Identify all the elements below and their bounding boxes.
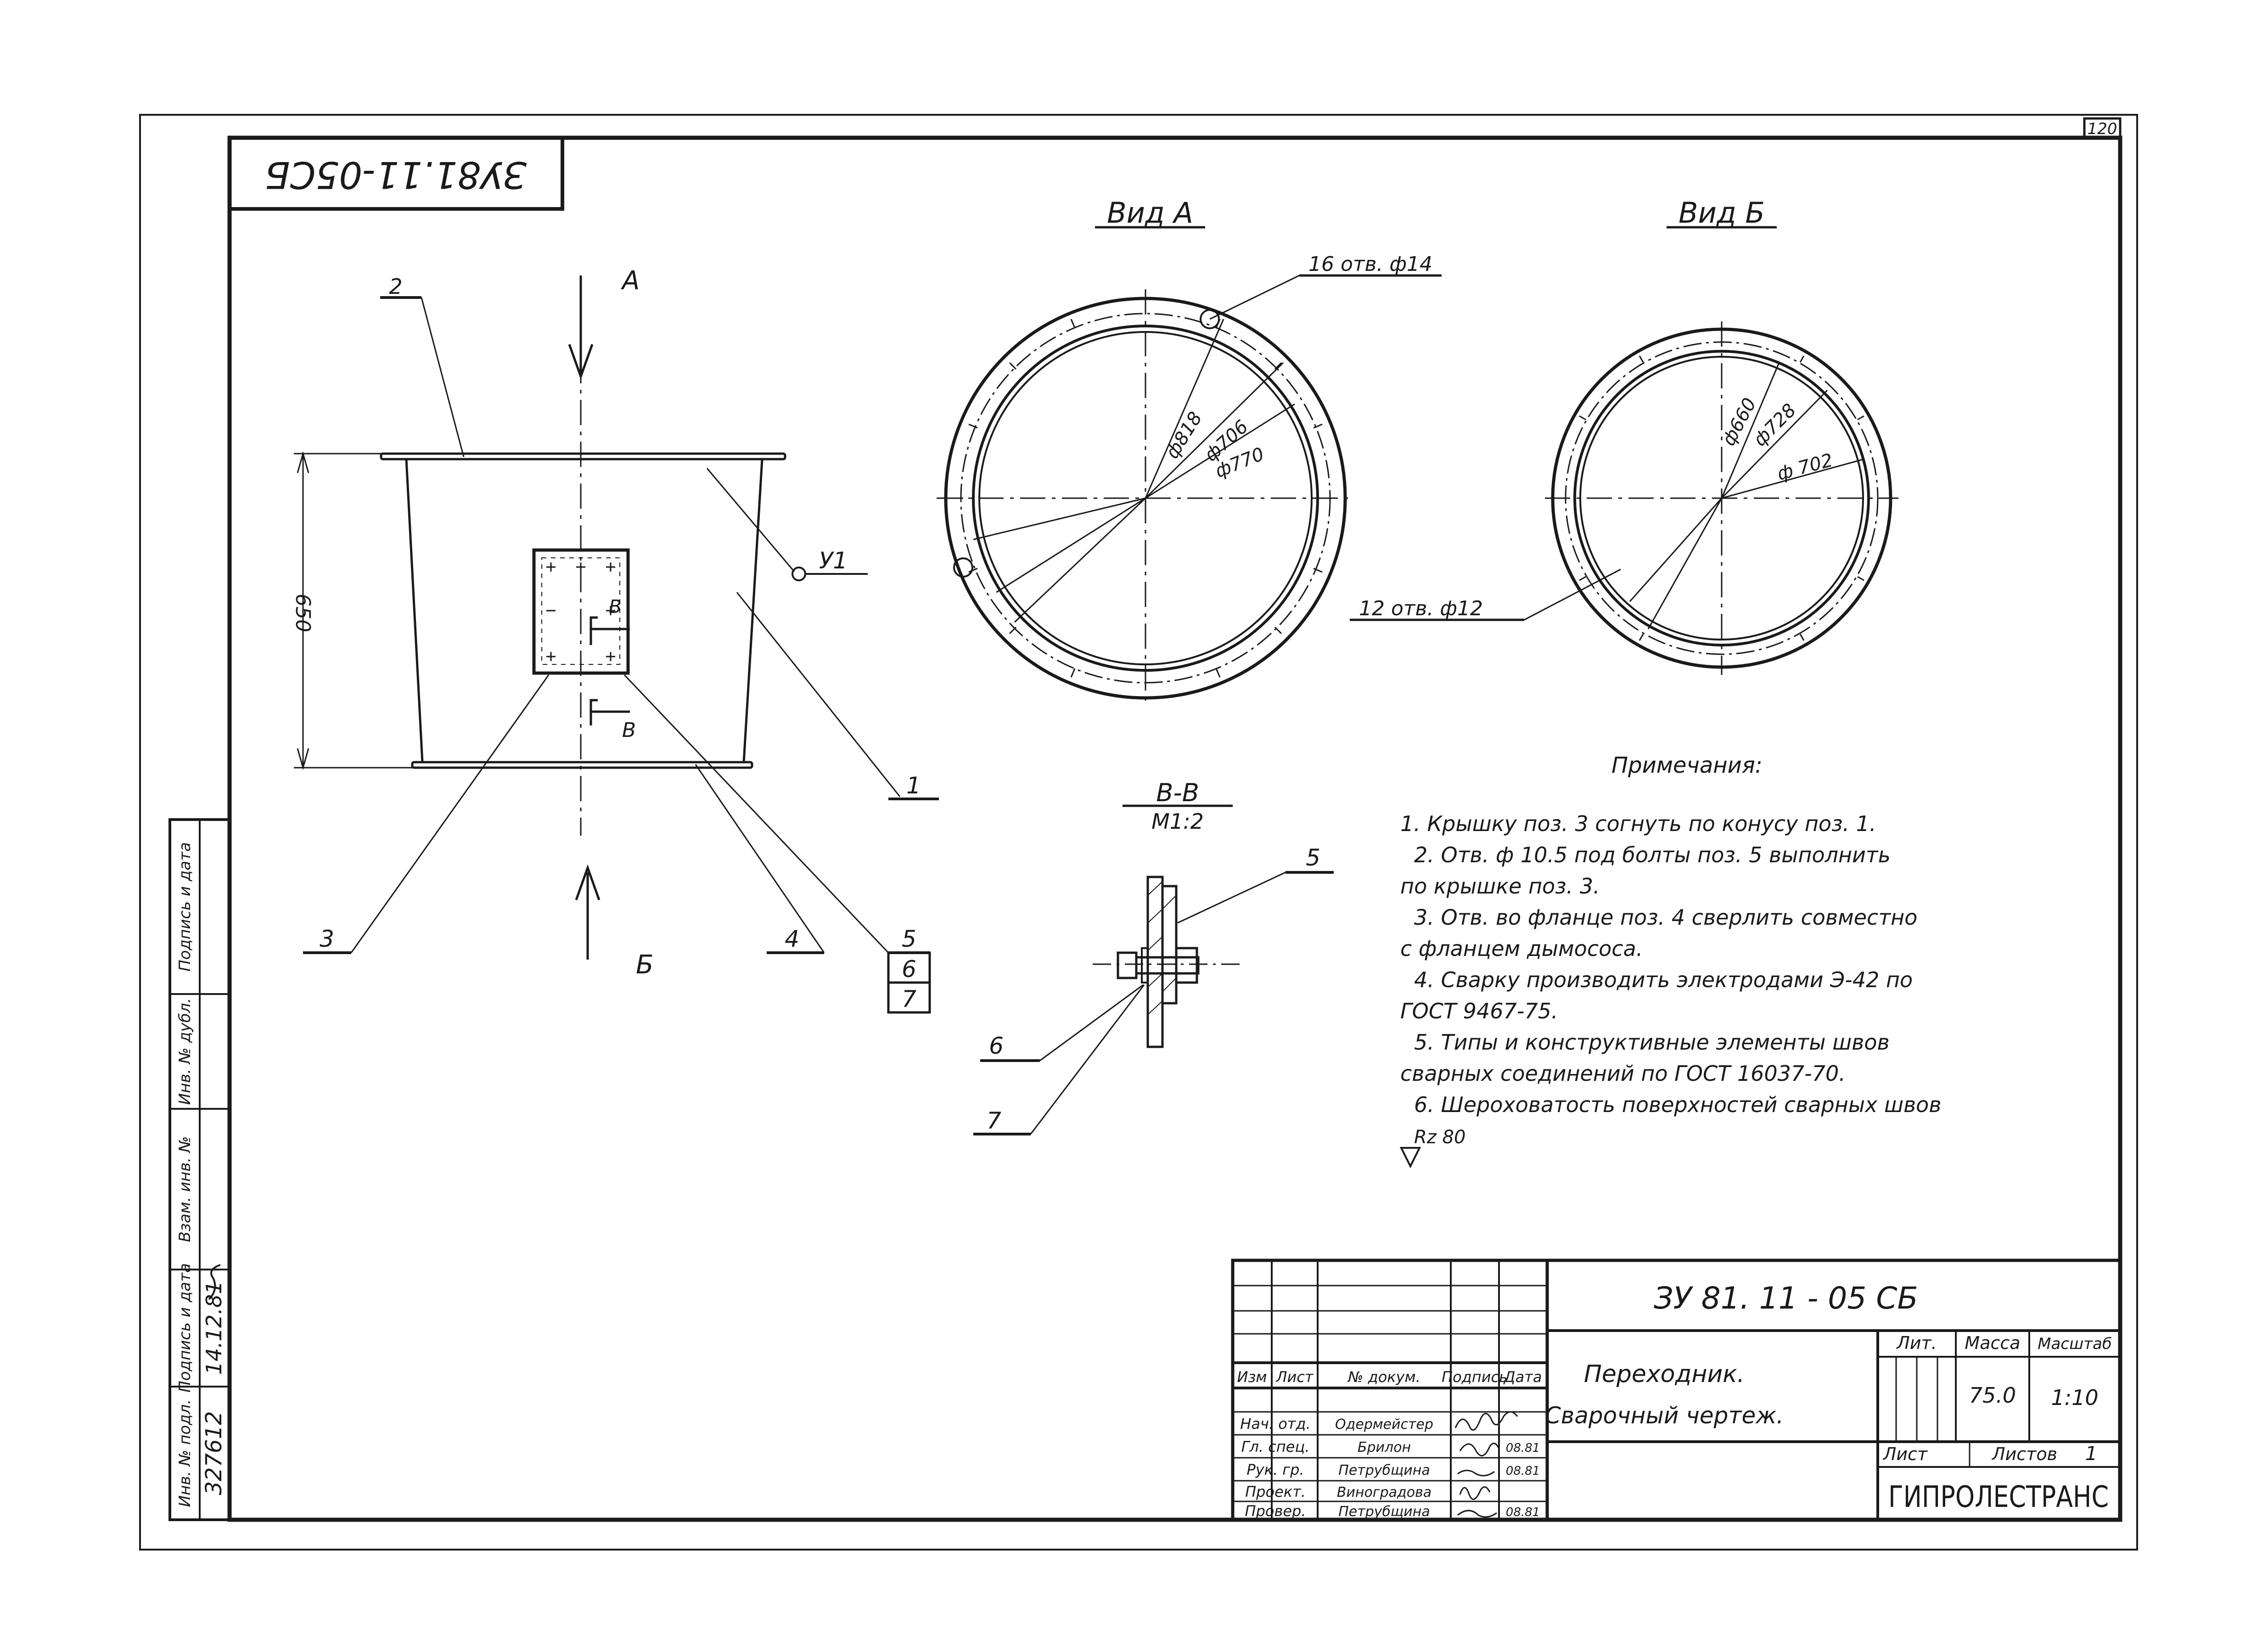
note-line-11: Rz 80 <box>1414 1127 1465 1148</box>
view-b-d702: ф 702 <box>1775 449 1835 484</box>
top-flange <box>380 452 786 461</box>
note-line-2: 2. Отв. ф 10.5 под болты поз. 5 выполнит… <box>1414 843 1891 867</box>
section-callout-6: 6 <box>989 1033 1004 1059</box>
note-line-5: с фланцем дымососа. <box>1400 936 1643 961</box>
roughness-symbol <box>1399 1147 1421 1169</box>
row1-role: Нач. отд. <box>1240 1415 1310 1433</box>
side-view: В В А Б 650 У1 2 1 3 4 <box>291 266 939 1014</box>
view-a-holes: 16 отв. ф14 <box>1308 253 1432 276</box>
strip-label-inv: Инв. № подл. <box>176 1399 194 1507</box>
section-mark-top: В <box>609 596 621 618</box>
row1-name: Одермейстер <box>1335 1416 1433 1433</box>
note-line-8: 5. Типы и конструктивные элементы швов <box>1414 1030 1890 1055</box>
note-line-10: 6. Шероховатость поверхностей сварных шв… <box>1414 1092 1941 1117</box>
note-line-3: по крышке поз. 3. <box>1400 874 1600 899</box>
section-title: В-В <box>1156 778 1199 807</box>
bottom-flange <box>411 761 753 769</box>
view-b-holes: 12 отв. ф12 <box>1359 597 1483 620</box>
hdr-sign: Подпись <box>1442 1368 1508 1386</box>
strip-signature <box>208 1264 221 1300</box>
title-name-line2: Сварочный чертеж. <box>1545 1402 1784 1429</box>
row2-date: 08.81 <box>1506 1441 1540 1455</box>
sheet-label: Лист <box>1882 1444 1928 1464</box>
mass-label: Масса <box>1965 1333 2020 1353</box>
sheets-label: Листов <box>1991 1444 2057 1464</box>
view-a-d818: ф818 <box>1162 408 1207 462</box>
section-callout-5: 5 <box>1306 844 1320 871</box>
hdr-date: Дата <box>1503 1368 1542 1386</box>
hdr-doc: № докум. <box>1347 1368 1420 1386</box>
section-scale: М1:2 <box>1151 809 1204 834</box>
callout-6: 6 <box>902 956 916 983</box>
title-block: ЗУ 81. 11 - 05 СБ Переходник. Сварочный … <box>1231 1259 2122 1522</box>
mass-value: 75.0 <box>1969 1383 2016 1408</box>
handwritten-signatures <box>1454 1411 1518 1518</box>
note-line-6: 4. Сварку производить электродами Э-42 п… <box>1414 967 1913 992</box>
weld-label: У1 <box>819 547 848 574</box>
org-name: ГИПРОЛЕСТРАНС <box>1888 1480 2109 1514</box>
left-approval-strip: Инв. № подл. Подпись и дата Взам. инв. №… <box>168 818 231 1521</box>
strip-label-replace: Взам. инв. № <box>176 1136 194 1242</box>
outer-sheet-border <box>139 114 2138 1551</box>
arrow-b-label: Б <box>636 950 653 980</box>
title-name-line1: Переходник. <box>1584 1360 1745 1388</box>
lit-label: Лит. <box>1896 1333 1937 1353</box>
callout-4: 4 <box>785 926 799 952</box>
row2-role: Гл. спец. <box>1241 1438 1310 1455</box>
note-line-7: ГОСТ 9467-75. <box>1400 999 1558 1023</box>
note-line-4: 3. Отв. во фланце поз. 4 сверлить совмес… <box>1414 905 1917 930</box>
row3-name: Петрубщина <box>1338 1462 1430 1478</box>
hdr-izm: Изм <box>1237 1368 1267 1386</box>
section-b-b: В-В М1:2 5 6 7 <box>973 778 1334 1135</box>
strip-date-value: 14.12.81 <box>202 1281 226 1375</box>
note-line-1: 1. Крышку поз. 3 согнуть по конусу поз. … <box>1400 811 1876 836</box>
sheets-value: 1 <box>2085 1442 2098 1465</box>
arrow-a-label: А <box>621 266 640 296</box>
row5-date: 08.81 <box>1506 1506 1540 1519</box>
section-mark-bottom: В <box>622 719 636 742</box>
row2-name: Брилон <box>1358 1439 1411 1455</box>
section-callout-7: 7 <box>987 1107 1001 1134</box>
notes-title: Примечания: <box>1611 753 1763 778</box>
height-dimension: 650 <box>291 594 314 632</box>
scale-label: Масштаб <box>2038 1335 2112 1353</box>
row3-role: Рук. гр. <box>1246 1461 1304 1478</box>
row4-role: Проект. <box>1245 1483 1306 1500</box>
sheet-number: 120 <box>2088 120 2117 138</box>
scale-value: 1:10 <box>2051 1385 2098 1410</box>
view-b-title: Вид Б <box>1679 196 1765 230</box>
stamp-code-box: ЗУ81.11-05СБ <box>228 136 564 211</box>
callout-1: 1 <box>906 772 921 799</box>
hdr-list: Лист <box>1275 1368 1314 1386</box>
view-a-title: Вид А <box>1107 196 1193 230</box>
cover-plate <box>532 548 630 675</box>
row5-name: Петрубщина <box>1338 1504 1430 1520</box>
callout-3: 3 <box>320 926 334 952</box>
callout-2: 2 <box>389 274 402 299</box>
strip-label-sign-date-2: Подпись и дата <box>176 842 194 972</box>
stamp-code: ЗУ81.11-05СБ <box>265 153 527 196</box>
row3-date: 08.81 <box>1506 1464 1540 1478</box>
view-a: Вид А <box>937 196 1442 707</box>
strip-inv-value: 327612 <box>201 1411 227 1495</box>
callout-5: 5 <box>902 926 916 952</box>
callout-7: 7 <box>902 986 916 1012</box>
title-designation: ЗУ 81. 11 - 05 СБ <box>1654 1281 1918 1316</box>
notes: Примечания: 1. Крышку поз. 3 согнуть по … <box>1399 753 1941 1169</box>
sheet-number-box: 120 <box>2083 117 2122 139</box>
row5-role: Провер. <box>1245 1502 1306 1520</box>
note-line-9: сварных соединений по ГОСТ 16037-70. <box>1400 1061 1846 1086</box>
row4-name: Виноградова <box>1337 1484 1432 1500</box>
strip-label-sign-date: Подпись и дата <box>176 1263 194 1393</box>
strip-label-dup: Инв. № дубл. <box>176 998 194 1105</box>
